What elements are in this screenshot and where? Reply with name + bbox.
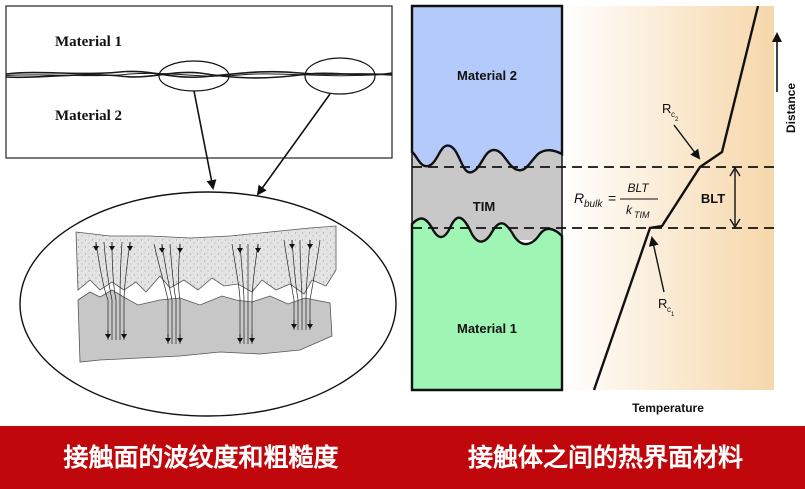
formula-r: R <box>574 190 584 206</box>
svg-text:2: 2 <box>675 117 679 123</box>
zoom-arrow-left <box>193 90 217 190</box>
right-panel-diagram: Material 2 TIM Material 1 R bulk = BLT k… <box>410 4 798 415</box>
blt-dimension <box>729 166 741 229</box>
distance-axis-label: Distance <box>784 83 798 133</box>
rough-interface-lines <box>5 70 393 79</box>
material-1-label: Material 1 <box>457 321 517 336</box>
panel-divider <box>402 0 406 489</box>
svg-text:R: R <box>662 101 671 116</box>
material-1-wavy-edge <box>410 216 564 392</box>
blt-label: BLT <box>701 191 725 206</box>
caption-bar <box>0 426 805 489</box>
heat-flow-arrows <box>93 240 313 343</box>
contact-zone-ellipse-right <box>304 57 376 95</box>
left-material-1-label: Material 1 <box>55 34 122 50</box>
formula-den-k: k <box>626 203 633 217</box>
svg-text:c: c <box>667 305 671 314</box>
temperature-gradient-bg <box>562 6 774 390</box>
rc1-label: R c 1 <box>658 296 675 318</box>
left-panel-diagram: Material 1 Material 2 <box>5 5 397 417</box>
bulk-resistance-formula: R bulk = BLT k TIM <box>574 181 658 220</box>
material-block-frame <box>5 5 393 159</box>
material-2-wavy-edge <box>410 4 564 174</box>
material-stack-frame <box>411 5 563 391</box>
temperature-profile-line <box>592 5 760 391</box>
tim-layer-block <box>412 150 562 240</box>
rc1-pointer-arrow <box>648 236 665 293</box>
formula-equals: = <box>608 190 616 206</box>
svg-text:R: R <box>658 296 667 311</box>
magnified-lower-material <box>77 289 333 363</box>
rc2-pointer-arrow <box>673 124 701 160</box>
formula-numerator: BLT <box>627 181 650 195</box>
tim-label: TIM <box>473 199 495 214</box>
right-caption: 接触体之间的热界面材料 <box>467 443 743 472</box>
temperature-axis-label: Temperature <box>632 401 704 415</box>
left-caption: 接触面的波纹度和粗糙度 <box>63 443 339 472</box>
zoom-arrow-right <box>256 93 331 196</box>
formula-den-sub: TIM <box>634 210 650 220</box>
svg-text:c: c <box>671 110 675 119</box>
formula-bulk: bulk <box>584 199 603 210</box>
material-2-label: Material 2 <box>457 68 517 83</box>
svg-text:1: 1 <box>671 312 675 318</box>
rc2-label: R c 2 <box>662 101 679 123</box>
left-material-2-label: Material 2 <box>55 108 122 124</box>
